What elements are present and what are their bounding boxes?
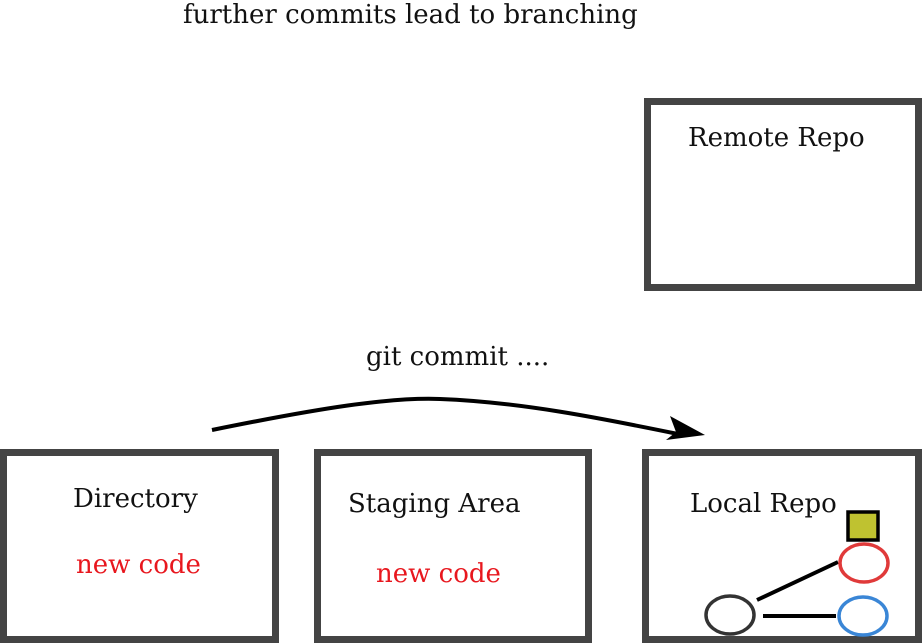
diagram-caption: further commits lead to branching bbox=[183, 0, 638, 30]
commit-arrow bbox=[211, 396, 679, 436]
local-repo-title: Local Repo bbox=[690, 489, 837, 519]
staging-area-box: Staging Area new code bbox=[314, 449, 592, 643]
remote-repo-box: Remote Repo bbox=[644, 98, 922, 291]
staging-new-code-label: new code bbox=[376, 559, 501, 589]
directory-box: Directory new code bbox=[0, 449, 279, 643]
git-commit-label: git commit .... bbox=[366, 342, 550, 372]
local-repo-box: Local Repo bbox=[642, 449, 922, 643]
directory-new-code-label: new code bbox=[76, 550, 201, 580]
commit-arrow-head bbox=[666, 416, 705, 440]
remote-repo-title: Remote Repo bbox=[688, 123, 865, 153]
directory-title: Directory bbox=[73, 484, 198, 514]
staging-area-title: Staging Area bbox=[348, 489, 521, 519]
